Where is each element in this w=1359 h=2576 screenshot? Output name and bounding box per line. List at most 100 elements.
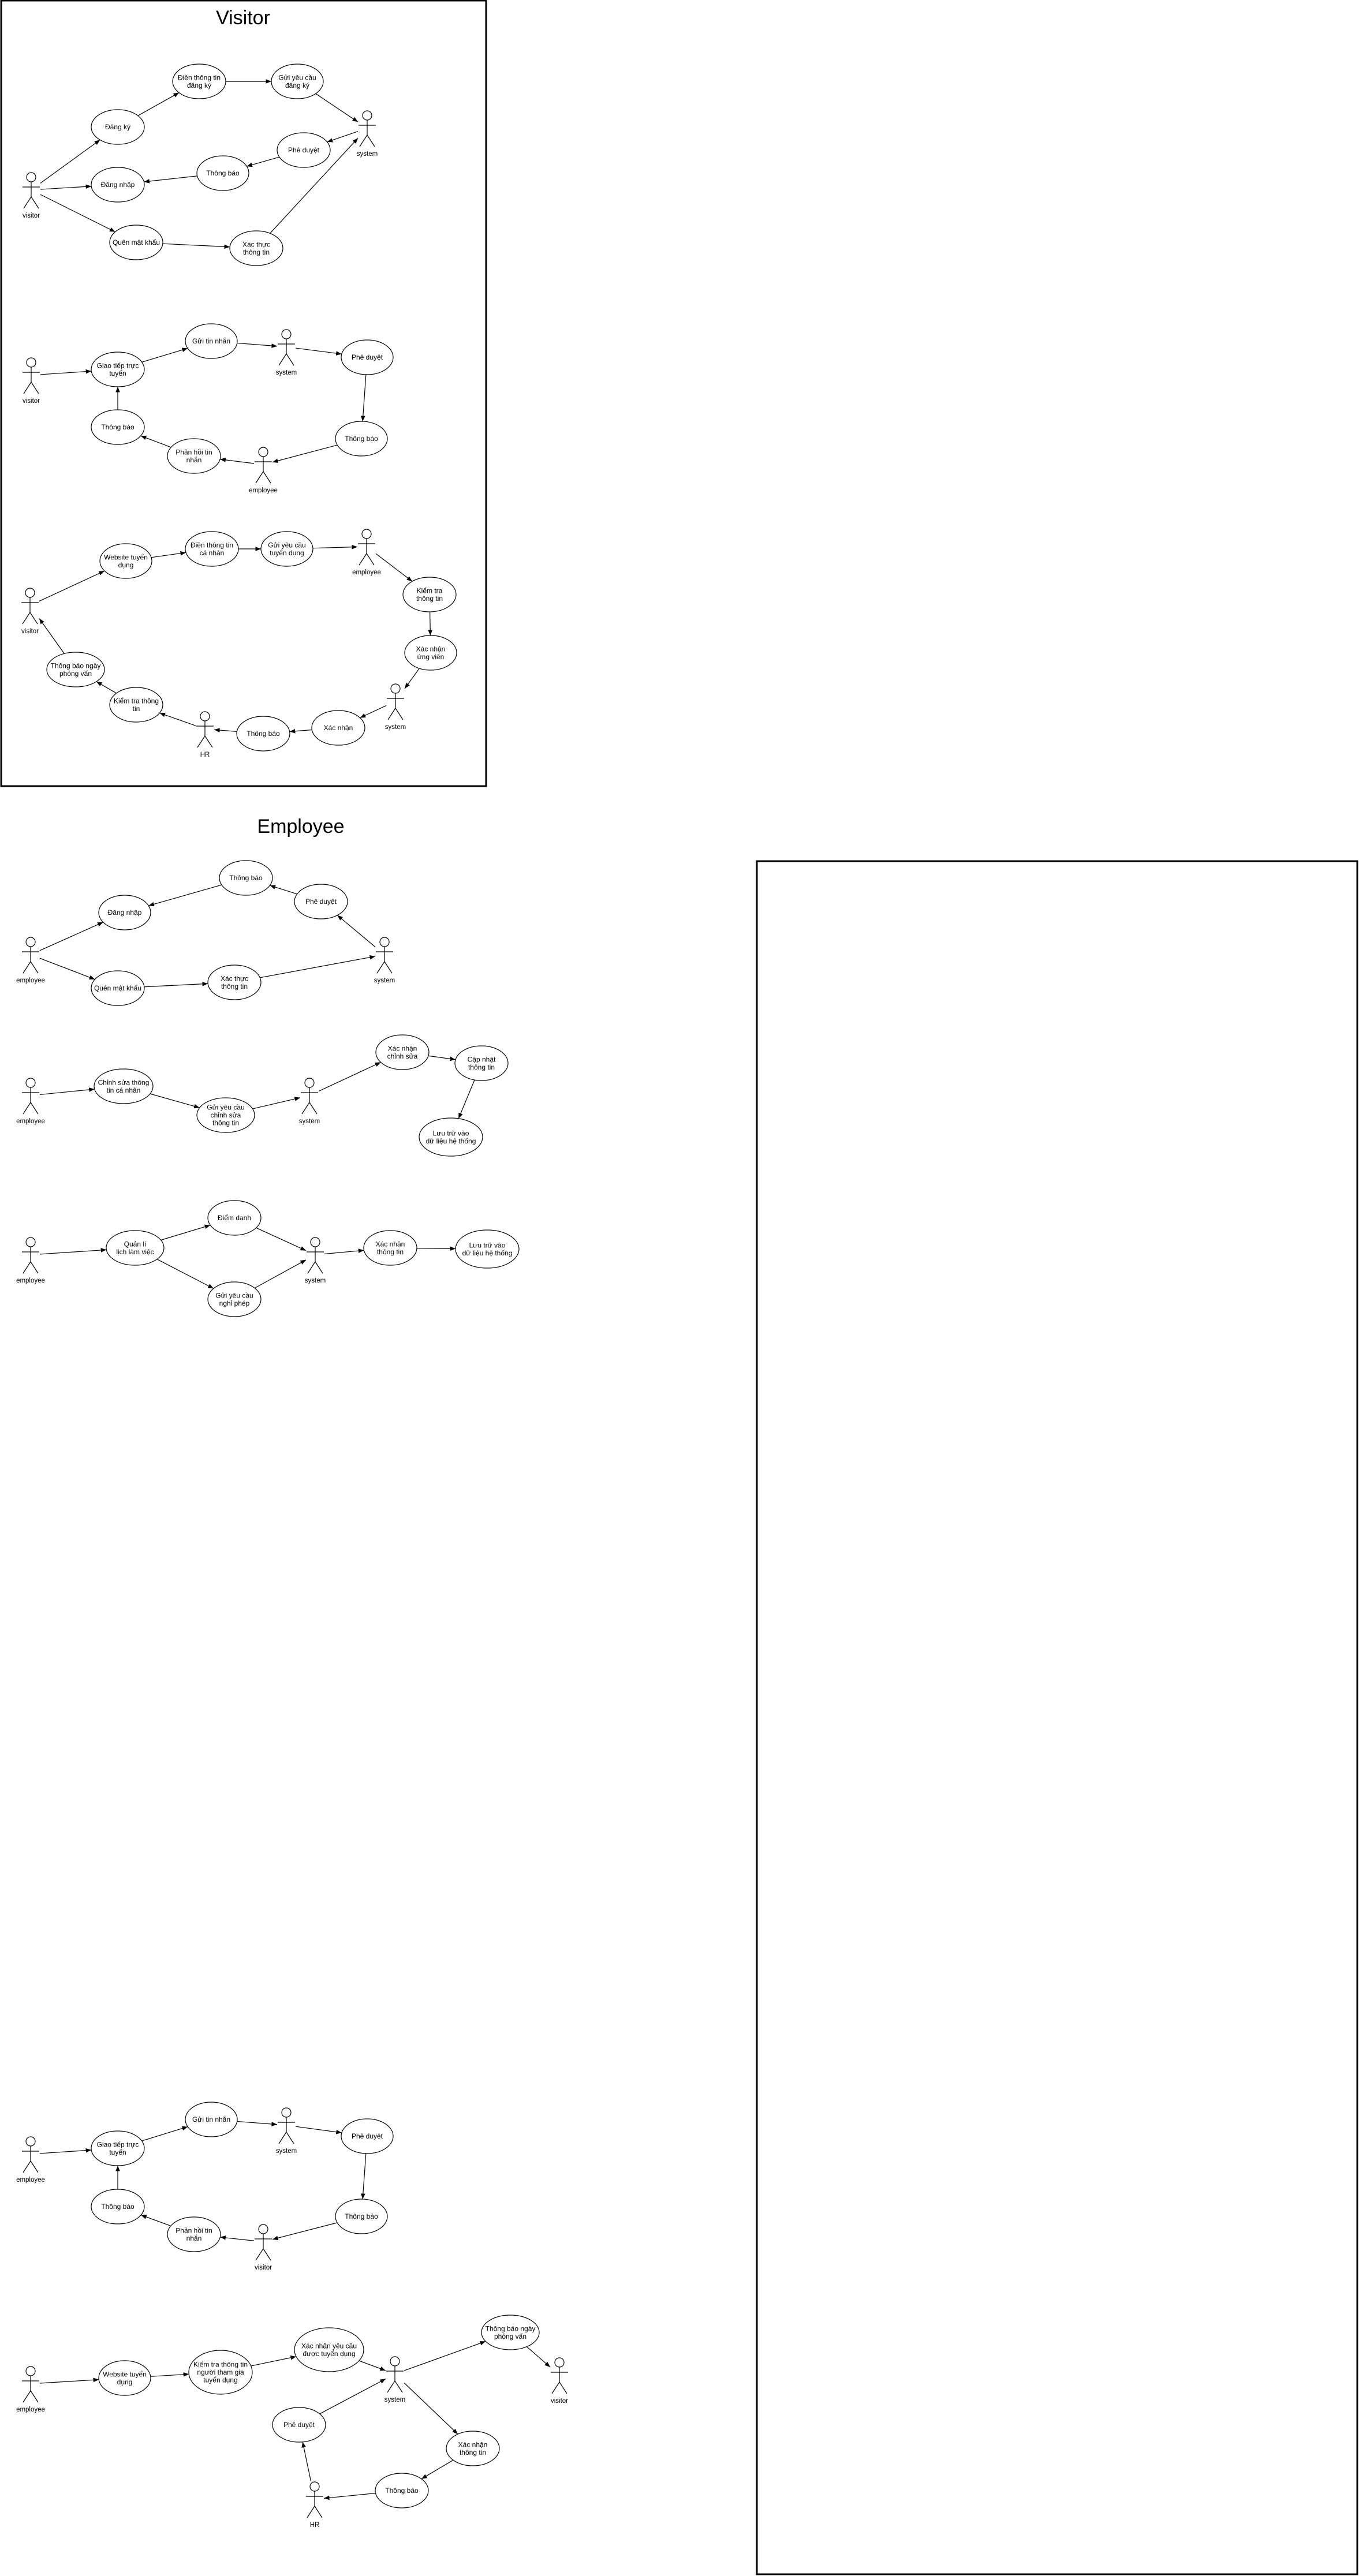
arrow-e-system3-to-e3-xacnhan [324,1248,364,1255]
use-case-label: thông tin [416,595,443,603]
use-case-ellipse [106,1230,165,1266]
use-case-ellipse [335,421,388,457]
arrow-e2-capnhat-to-e2-luutru [458,1079,475,1119]
use-case-label: tuyển dụng [203,2376,237,2384]
actor-e-system4: system [276,2107,297,2155]
actor-head [25,2366,36,2376]
arrow-v-visitor3-to-v3-website [39,570,105,602]
arrow-e4-thongbao-r-to-e-visitor4 [272,2222,338,2241]
right-frame [756,860,1358,2575]
arrow-e1-xacthuc-to-e-system1 [260,955,376,978]
actor-v-employee2: employee [249,447,278,494]
use-case-ellipse [185,531,239,567]
actor-left-leg [23,1261,31,1274]
actor-right-leg [314,2506,323,2518]
use-case-label: Thông báo [345,2212,378,2220]
arrow-v3-website-to-v3-dienthongtin [151,551,186,558]
use-case-v1-quenmatkhau: Quên mật khẩu [109,225,163,260]
use-case-e4-thongbao-r: Thông báo [335,2199,388,2234]
actor-label: system [276,369,297,376]
actor-e-employee1: employee [16,937,45,984]
use-case-label: Xác nhận [324,724,353,732]
arrow-v-visitor1-to-v1-dangnhap [40,184,92,190]
use-case-ellipse [219,860,273,896]
actor-v-system1: system [357,110,378,158]
use-case-label: Kiểm tra thông [114,697,159,705]
use-case-ellipse [363,1230,417,1266]
arrow-e5-pheduyet-to-e-system5 [319,2378,386,2414]
use-case-label: Website tuyển [104,553,148,561]
use-case-ellipse [99,543,152,579]
use-case-label: Thông báo ngày [486,2324,536,2332]
actor-label: visitor [23,398,40,405]
arrow-e-system5-to-e5-thongbaongay [404,2341,486,2371]
actor-label: employee [16,2406,45,2413]
arrow-e3-quanly-to-e3-diemdanh [160,1224,211,1241]
use-case-ellipse [167,438,221,474]
actor-head [309,2481,320,2492]
use-case-v2-pheduyet: Phê duyệt [341,339,394,375]
use-case-label: Phê duyệt [283,2421,315,2429]
actor-v-employee3: employee [352,529,381,576]
arrow-e5-kiemtra-to-e5-xacnhan [251,2356,297,2366]
actor-label: visitor [23,212,40,219]
arrow-e4-guitinnhan-to-e-system4 [237,2121,278,2126]
use-case-ellipse [109,225,163,260]
actor-label: employee [16,1277,45,1284]
use-case-label: tuyến [109,369,126,377]
actor-label: visitor [255,2264,272,2271]
use-case-label: Gửi yêu cầu [215,1291,253,1299]
actor-label: system [299,1118,320,1125]
use-case-v3-xacnhan: Xác nhận [311,710,365,746]
use-case-v1-pheduyet: Phê duyệt [277,132,331,168]
use-case-ellipse [91,352,145,387]
use-case-label: Xác nhận yêu cầu [301,2342,357,2350]
use-case-label: dụng [117,2378,133,2386]
arrow-e5-xacnhanthongtin-to-e5-thongbao [421,2459,454,2480]
use-case-label: Thông báo [101,423,135,431]
actor-right-leg [395,708,404,720]
actor-head [390,683,401,694]
use-case-label: nhắn [186,455,202,464]
actor-head [26,357,36,368]
actor-label: employee [352,569,381,576]
arrow-v1-dangky-to-v1-dienthongtin [137,92,180,116]
arrow-v2-giaotiep-to-v2-guitinnhan [141,347,188,362]
arrow-v-system2-to-v2-pheduyet [295,347,342,356]
use-case-ellipse [196,1097,255,1133]
use-case-label: Phê duyệt [352,2132,383,2140]
actor-left-leg [359,553,367,566]
actor-left-leg [23,382,32,394]
use-case-ellipse [91,2189,145,2224]
arrow-v3-kiemtra-r-to-v3-xacnhanungvien [428,611,433,636]
use-case-label: Phản hồi tin [176,2226,212,2234]
actor-left-leg [387,708,396,720]
arrow-v-hr3-to-v3-kiemtra-l [159,712,196,726]
arrow-e3-quanly-to-e3-nghiphep [156,1259,214,1289]
arrow-e-employee2-to-e2-chinhsua [39,1087,95,1096]
use-case-label: Gửi yêu cầu [278,73,316,81]
use-case-e4-thongbao-l: Thông báo [91,2189,145,2224]
actor-right-leg [309,1102,318,1115]
arrow-e-employee1-to-e1-quenmatkhau [39,958,95,980]
use-case-label: tuyến [109,2148,126,2156]
arrow-e4-giaotiep-to-e4-guitinnhan [141,2126,188,2141]
use-case-e4-guitinnhan: Gửi tin nhắn [185,2102,238,2137]
use-case-label: Thông báo [206,169,240,177]
actor-left-leg [307,1261,316,1274]
arrow-e-employee5-to-e5-website [39,2377,99,2384]
use-case-label: Xác nhận [388,1044,417,1052]
actor-left-leg [376,961,385,974]
arrow-e3-nghiphep-to-e-system3 [254,1259,307,1289]
arrow-v3-thongbaongay-to-v-visitor3 [39,618,65,654]
use-case-label: Website tuyển [103,2370,147,2378]
actor-right-leg [30,2160,39,2173]
use-case-ellipse [207,1281,262,1317]
use-case-ellipse [375,2473,429,2508]
